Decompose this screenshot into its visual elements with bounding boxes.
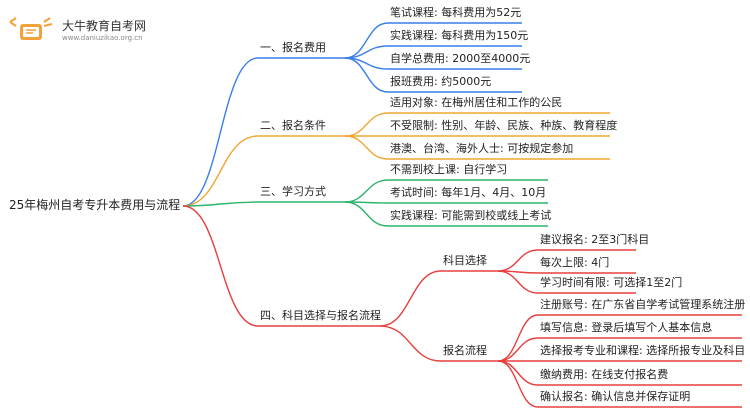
connector-branch-item — [344, 135, 389, 160]
connector-sub-item — [497, 360, 539, 386]
connector-root-branch — [182, 205, 259, 327]
brand-name: 大牛教育自考网 — [62, 19, 147, 33]
branch-study-mode: 三、学习方式 — [260, 185, 326, 198]
study-item: 考试时间: 每年1月、4月、10月 — [390, 186, 547, 199]
fees-item: 报班费用: 约5000元 — [390, 75, 492, 88]
logo-icon — [9, 17, 53, 40]
connector-branch-item — [344, 22, 389, 59]
branch-subjects-process: 四、科目选择与报名流程 — [260, 309, 381, 322]
connector-sub-item — [497, 314, 539, 362]
conditions-item: 适用对象: 在梅州居住和工作的公民 — [390, 96, 563, 109]
process-step: 确认报名: 确认信息并保存证明 — [540, 390, 691, 403]
subject-item: 学习时间有限: 可选择1至2门 — [540, 276, 683, 289]
branch-conditions: 二、报名条件 — [260, 119, 326, 132]
fees-item: 笔试课程: 每科费用为52元 — [390, 6, 522, 19]
process-step: 选择报考专业和课程: 选择所报专业及科目 — [540, 344, 746, 357]
connector-branch-item — [344, 57, 389, 93]
process-step: 注册账号: 在广东省自学考试管理系统注册 — [540, 298, 746, 311]
branch-fees: 一、报名费用 — [260, 41, 326, 54]
connector-sub-item — [497, 249, 539, 272]
subtopic-registration: 报名流程 — [443, 344, 487, 357]
fees-item: 实践课程: 每科费用为150元 — [390, 29, 529, 42]
connector-sub-item — [497, 360, 539, 408]
connector-branch-item — [344, 112, 389, 137]
connector-branch-item — [344, 201, 389, 227]
study-item: 实践课程: 可能需到校或线上考试 — [390, 209, 552, 222]
connector-branch-sub — [379, 270, 442, 327]
connector-sub-item — [497, 337, 539, 362]
brand-url: www.daniuzikao.org.cn — [62, 34, 143, 42]
connector-root-branch — [182, 201, 259, 207]
fees-item: 自学总费用: 2000至4000元 — [390, 52, 531, 65]
subject-item: 建议报名: 2至3门科目 — [540, 233, 650, 246]
conditions-item: 港澳、台湾、海外人士: 可按规定参加 — [390, 142, 574, 155]
connector-branch-sub — [379, 325, 442, 362]
subtopic-subject-choice: 科目选择 — [443, 254, 487, 267]
connector-sub-item — [497, 270, 539, 294]
process-step: 填写信息: 登录后填写个人基本信息 — [540, 321, 713, 334]
conditions-item: 不受限制: 性别、年龄、民族、种族、教育程度 — [390, 119, 618, 132]
study-item: 不需到校上课: 自行学习 — [390, 163, 508, 176]
connector-root-branch — [182, 57, 259, 207]
connector-root-branch — [182, 135, 259, 207]
process-step: 缴纳费用: 在线支付报名费 — [540, 368, 669, 381]
subject-item: 每次上限: 4门 — [540, 256, 610, 269]
connector-branch-item — [344, 179, 389, 203]
root-topic: 25年梅州自考专升本费用与流程 — [9, 198, 181, 212]
